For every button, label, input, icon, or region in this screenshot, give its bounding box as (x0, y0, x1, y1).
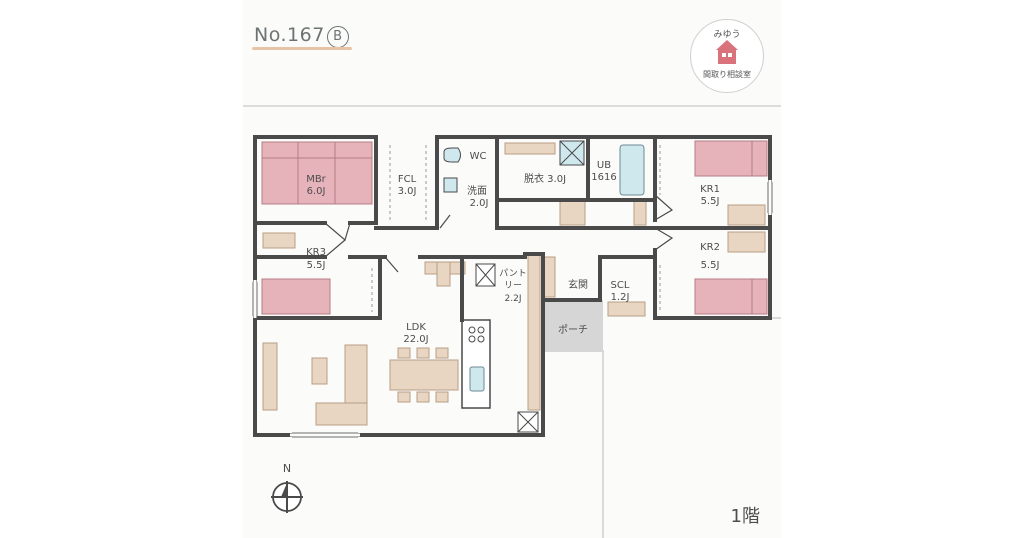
dining-table (389, 359, 459, 391)
label-kr3: KR3 (306, 247, 326, 258)
label-porch: ポーチ (558, 324, 588, 336)
closet-rods (371, 145, 661, 312)
kr1-desk (727, 204, 766, 226)
kitchen-shelf-return (436, 261, 451, 287)
wash-basin (443, 177, 458, 193)
tv-board (262, 342, 278, 411)
label-ub-size: 1616 (591, 172, 616, 183)
fridge-cross (475, 263, 496, 287)
porch (543, 300, 603, 352)
label-senmen-size: 2.0J (470, 198, 489, 209)
label-senmen: 洗面 (467, 185, 487, 197)
logo-bottom-text: 間取り相談室 (703, 70, 751, 79)
label-pantry-2: リー (504, 281, 522, 291)
utility-box-cross (517, 411, 539, 433)
side-chair (311, 357, 328, 385)
room-labels: MBr 6.0J FCL 3.0J WC 洗面 2.0J 脱衣 3.0J UB … (306, 151, 720, 345)
house-icon (716, 40, 738, 64)
label-scl: SCL (611, 280, 630, 291)
cooktop (468, 326, 485, 343)
scl-shelf (607, 301, 646, 317)
chair (435, 347, 449, 359)
laundry-shelf (504, 142, 556, 155)
toilet (443, 147, 461, 163)
label-ldk: LDK (406, 322, 426, 333)
label-pantry-size: 2.2J (505, 294, 522, 304)
walls (253, 135, 772, 437)
compass-north-arrow (281, 483, 287, 497)
beds (261, 140, 768, 315)
label-scl-size: 1.2J (611, 292, 630, 303)
chair (397, 347, 411, 359)
label-ldk-size: 22.0J (403, 334, 428, 345)
label-kr2: KR2 (700, 242, 720, 253)
bathtub (619, 144, 645, 196)
logo-top-text: みゆう (713, 30, 741, 40)
floor-label: 1階 (731, 506, 760, 527)
kr2-bed (694, 278, 768, 315)
compass-label: N (283, 462, 291, 475)
wood-fixtures (262, 142, 766, 426)
sofa-seat (315, 402, 368, 426)
label-fcl: FCL (398, 174, 417, 185)
label-kr3-size: 5.5J (307, 260, 326, 271)
kr3-desk (262, 232, 296, 249)
wash-machine-cross (559, 140, 585, 166)
plan-number-underline (252, 47, 352, 50)
kitchen-counter (461, 319, 491, 409)
label-pantry-1: パント (499, 268, 526, 279)
chair (397, 391, 411, 403)
label-kr2-size: 5.5J (701, 260, 720, 271)
mbr-bed (261, 141, 373, 205)
windows (252, 180, 773, 438)
kr1-bed (694, 140, 768, 177)
chair (435, 391, 449, 403)
bed-dividers (262, 141, 753, 314)
brand-logo: みゆう 間取り相談室 (690, 19, 764, 93)
plan-number-text: No.167 (254, 24, 325, 46)
label-genkan: 玄関 (568, 278, 588, 291)
kr3-bed (261, 278, 331, 315)
label-mbr: MBr (306, 174, 326, 185)
bath-storage (633, 199, 647, 226)
label-wc: WC (470, 151, 487, 162)
drawing-page (243, 0, 781, 538)
label-kr1: KR1 (700, 184, 720, 195)
door-swings (324, 194, 674, 273)
dressing-counter (559, 199, 586, 226)
north-compass: N (271, 462, 303, 513)
chair (416, 347, 430, 359)
kitchen-sink (469, 366, 485, 392)
label-ub: UB (597, 160, 611, 171)
label-datsui: 脱衣 3.0J (524, 172, 566, 185)
label-fcl-size: 3.0J (398, 186, 417, 197)
kr2-desk (727, 231, 766, 253)
label-mbr-size: 6.0J (307, 186, 326, 197)
label-kr1-size: 5.5J (701, 196, 720, 207)
chair (416, 391, 430, 403)
hall-storage (527, 254, 541, 411)
